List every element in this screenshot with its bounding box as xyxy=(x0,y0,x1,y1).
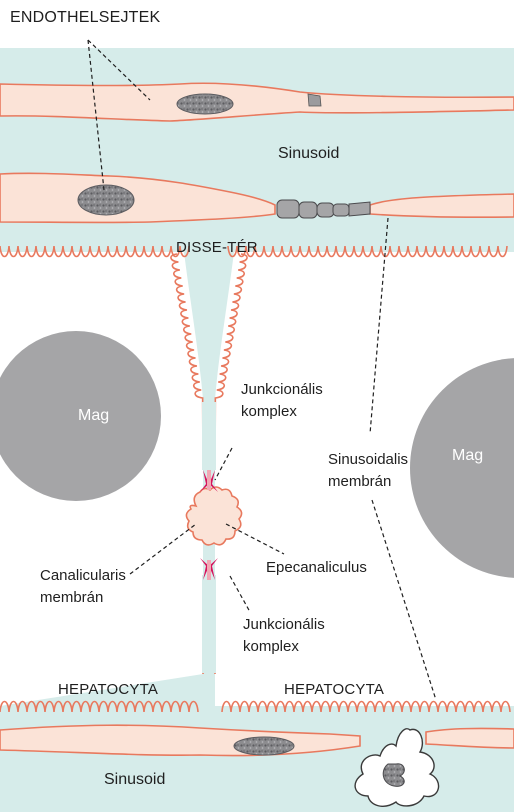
label-junctional-complex-lower-2: komplex xyxy=(243,638,299,655)
leader-endothel-1 xyxy=(87,39,151,101)
label-junctional-complex-lower-1: Junkcionális xyxy=(243,616,325,633)
label-disse-space: DISSE-TÉR xyxy=(176,239,258,256)
label-sinusoid-top: Sinusoid xyxy=(278,145,340,162)
endothelial-cell-bottom xyxy=(0,724,514,757)
label-nucleus-left: Mag xyxy=(78,407,110,424)
label-nucleus-right: Mag xyxy=(452,447,484,464)
sinusoidal-microvilli-bottom xyxy=(0,700,511,713)
label-sinusoid-bottom: Sinusoid xyxy=(104,771,166,788)
junctional-complex-lower xyxy=(200,558,218,580)
endothelial-cell-middle xyxy=(0,172,514,224)
intercellular-space-upper xyxy=(202,402,216,470)
label-canalicular-membrane-2: membrán xyxy=(40,589,104,606)
page-top-margin xyxy=(0,0,514,48)
label-sinusoidal-membrane-1: Sinusoidalis xyxy=(328,451,409,468)
label-epecanaliculus: Epecanaliculus xyxy=(266,559,367,576)
kupffer-cell xyxy=(354,728,440,807)
leader-sinusoidal-1 xyxy=(369,217,389,435)
intercellular-space-lower xyxy=(202,575,216,673)
nucleus-left xyxy=(0,331,161,501)
leader-lines xyxy=(87,39,437,701)
label-junctional-complex-upper-2: komplex xyxy=(241,403,297,420)
label-hepatocyte-left: HEPATOCYTA xyxy=(58,681,159,698)
leader-epecanaliculus xyxy=(225,523,285,555)
nucleus-right xyxy=(410,358,514,578)
hepatocyte-right-region xyxy=(215,252,514,706)
bile-canaliculus xyxy=(185,486,243,546)
leader-junction-upper xyxy=(214,447,233,481)
sinusoidal-microvilli-top xyxy=(0,245,508,258)
label-hepatocyte-right: HEPATOCYTA xyxy=(284,681,385,698)
label-canalicular-membrane-1: Canalicularis xyxy=(40,567,126,584)
label-sinusoidal-membrane-2: membrán xyxy=(328,473,392,490)
label-junctional-complex-upper-1: Junkcionális xyxy=(241,381,323,398)
label-endothelial-cells: ENDOTHELSEJTEK xyxy=(10,9,161,26)
junctional-complex-upper xyxy=(200,470,218,492)
